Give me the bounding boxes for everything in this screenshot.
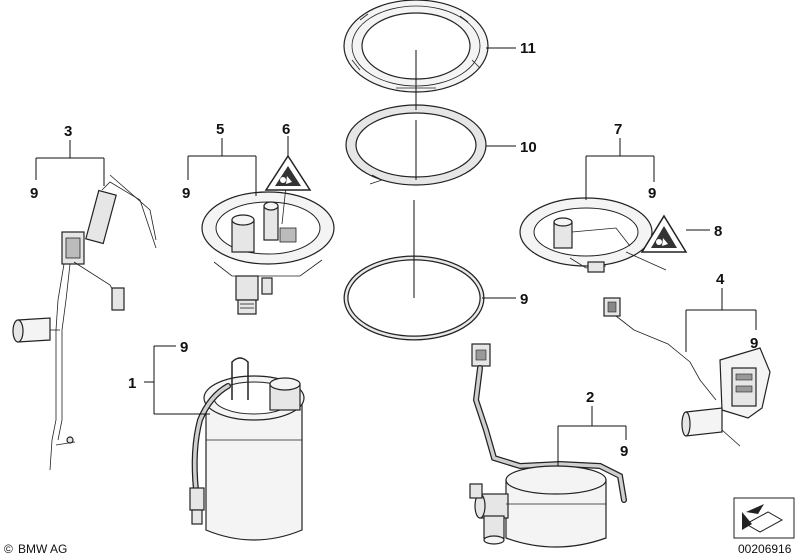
callout-3: 3 [64, 123, 72, 140]
warning-triangle-icon [280, 176, 292, 184]
arrow-icon [742, 504, 784, 533]
part-flange-cover[interactable] [519, 197, 667, 273]
leader-lines [35, 47, 757, 466]
callout-7: 7 [614, 121, 622, 138]
part-level-sensor[interactable] [12, 174, 157, 471]
callout-9-pump: 9 [180, 339, 188, 356]
callout-9-flange: 9 [182, 185, 190, 202]
navigation-arrow-box[interactable] [733, 497, 795, 539]
callout-9-wiring: 9 [750, 335, 758, 352]
callout-9-filter: 9 [620, 443, 628, 460]
callout-6: 6 [282, 121, 290, 138]
callout-5: 5 [216, 121, 224, 138]
warning-label-right[interactable] [640, 214, 688, 253]
copyright-symbol: © [4, 542, 13, 556]
callout-2: 2 [586, 389, 594, 406]
part-flange[interactable] [201, 185, 335, 315]
callout-9-left: 9 [30, 185, 38, 202]
part-pump-housing[interactable] [189, 357, 305, 541]
part-fuel-filter[interactable] [469, 343, 627, 548]
warning-label-left[interactable] [264, 154, 312, 191]
callout-1: 1 [128, 375, 136, 392]
callout-9-cover: 9 [648, 185, 656, 202]
callout-8: 8 [714, 223, 722, 240]
copyright: © BMW AG [4, 542, 67, 556]
callout-10: 10 [520, 139, 537, 156]
part-wiring-sensor[interactable] [603, 297, 771, 447]
diagram-number: 00206916 [738, 542, 792, 556]
brand-label: BMW AG [18, 542, 67, 556]
callout-9-center: 9 [520, 291, 528, 308]
callout-11: 11 [520, 40, 536, 57]
callout-4: 4 [716, 271, 725, 288]
part-locking-ring[interactable] [343, 0, 489, 93]
